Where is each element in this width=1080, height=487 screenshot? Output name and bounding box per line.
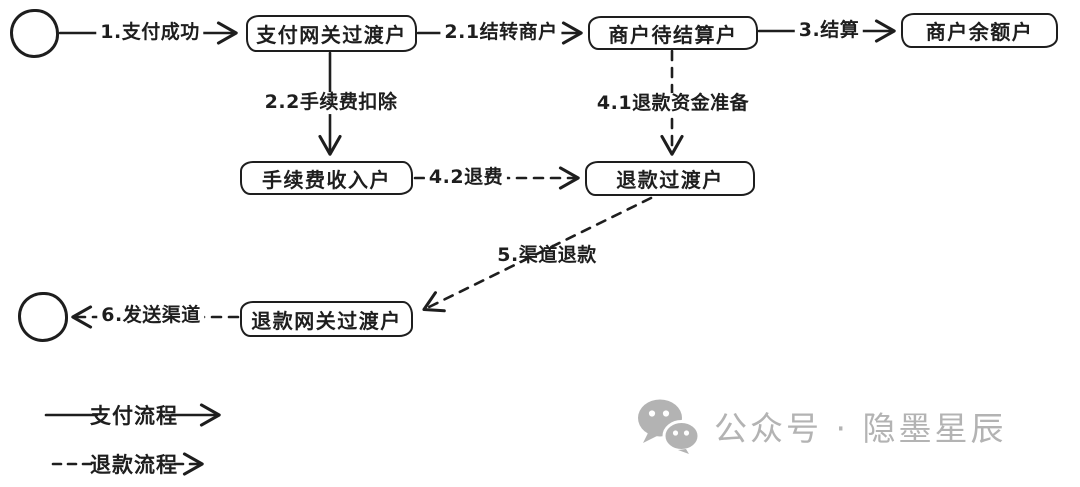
- node-fee-income: 手续费收入户: [240, 161, 413, 195]
- end-node-circle: [18, 292, 68, 342]
- watermark: 公众号 · 隐墨星辰: [637, 398, 1006, 454]
- node-merchant-pending-settlement-label: 商户待结算户: [608, 22, 738, 47]
- node-merchant-balance-label: 商户余额户: [925, 20, 1034, 44]
- edge-label-channel-refund: 5.渠道退款: [497, 244, 597, 267]
- wechat-icon: [638, 399, 701, 454]
- legend-refund-flow-label: 退款流程: [90, 453, 178, 477]
- watermark-text: 公众号 · 隐墨星辰: [714, 409, 1007, 448]
- node-refund-gateway-transit: 退款网关过渡户: [240, 301, 413, 337]
- node-fee-income-label: 手续费收入户: [262, 167, 391, 192]
- node-merchant-pending-settlement: 商户待结算户: [588, 16, 758, 50]
- edge-label-refund-fund-prepare: 4.1退款资金准备: [592, 92, 754, 115]
- edge-label-refund-fee: 4.2退费: [424, 166, 508, 189]
- edge-label-payment-success: 1.支付成功: [96, 21, 204, 44]
- edge-label-fee-deduction: 2.2手续费扣除: [260, 91, 402, 114]
- node-refund-gateway-transit-label: 退款网关过渡户: [251, 308, 402, 333]
- node-refund-transit: 退款过渡户: [585, 161, 755, 196]
- node-payment-gateway-transit-label: 支付网关过渡户: [256, 23, 407, 47]
- node-merchant-balance: 商户余额户: [901, 13, 1058, 48]
- node-refund-transit-label: 退款过渡户: [616, 168, 724, 192]
- edge-label-settlement: 3.结算: [794, 19, 864, 42]
- node-payment-gateway-transit: 支付网关过渡户: [246, 15, 417, 52]
- edge-label-send-channel: 6.发送渠道: [97, 304, 205, 327]
- edge-label-carry-to-merchant: 2.1结转商户: [440, 21, 562, 44]
- edge-channel-refund-line: [422, 196, 653, 313]
- legend-payment-flow-label: 支付流程: [90, 404, 178, 428]
- start-node-circle: [10, 9, 59, 58]
